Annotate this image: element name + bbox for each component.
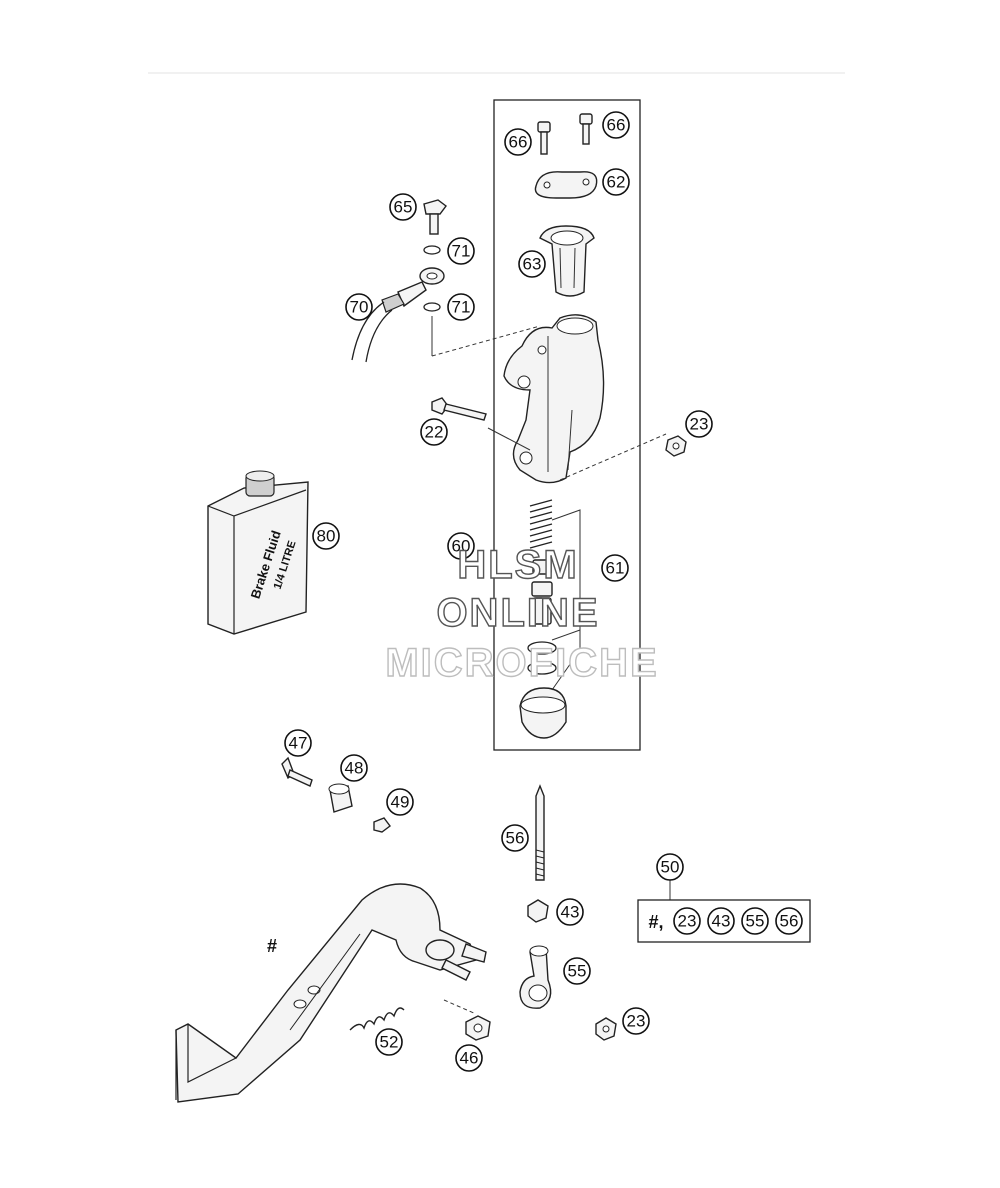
nut-46 bbox=[465, 1015, 491, 1041]
assembly-guide-hose bbox=[431, 325, 541, 357]
callout-48: 48 bbox=[340, 754, 368, 782]
callout-62: 62 bbox=[602, 168, 630, 196]
svg-text:66: 66 bbox=[509, 133, 528, 152]
callout-55: 55 bbox=[563, 957, 591, 985]
svg-text:66: 66 bbox=[607, 116, 626, 135]
callout-71-bottom: 71 bbox=[447, 293, 475, 321]
brake-fluid-bottle-80: Brake Fluid 1/4 LITRE bbox=[207, 470, 309, 635]
assembly-guide-2 bbox=[487, 427, 531, 451]
svg-text:71: 71 bbox=[452, 242, 471, 261]
callout-50: 50 bbox=[656, 853, 684, 881]
kit-item-23: 23 bbox=[673, 907, 701, 935]
svg-text:43: 43 bbox=[561, 903, 580, 922]
svg-text:22: 22 bbox=[425, 423, 444, 442]
svg-text:61: 61 bbox=[606, 559, 625, 578]
callout-63: 63 bbox=[518, 250, 546, 278]
callout-66-right: 66 bbox=[602, 111, 630, 139]
svg-text:65: 65 bbox=[394, 198, 413, 217]
svg-text:80: 80 bbox=[317, 527, 336, 546]
nut-23-lower bbox=[595, 1017, 617, 1041]
callout-61: 61 bbox=[601, 554, 629, 582]
watermark-line1: HLSM bbox=[457, 543, 578, 587]
svg-text:63: 63 bbox=[523, 255, 542, 274]
callout-23-upper: 23 bbox=[685, 410, 713, 438]
callout-80: 80 bbox=[312, 522, 340, 550]
mounting-bolt-22 bbox=[431, 397, 487, 421]
piston-61 bbox=[527, 581, 557, 675]
spacer-48 bbox=[328, 783, 353, 813]
assembly-guide-3 bbox=[551, 509, 581, 691]
callout-46: 46 bbox=[455, 1044, 483, 1072]
screw-47 bbox=[281, 756, 313, 787]
svg-text:48: 48 bbox=[345, 759, 364, 778]
callout-71-top: 71 bbox=[447, 237, 475, 265]
callout-23-lower: 23 bbox=[622, 1007, 650, 1035]
svg-text:60: 60 bbox=[452, 537, 471, 556]
callout-60: 60 bbox=[447, 532, 475, 560]
kit-item-56: 56 bbox=[775, 907, 803, 935]
assembly-guide-pedal bbox=[443, 999, 477, 1015]
clevis-55 bbox=[519, 945, 552, 1009]
svg-text:70: 70 bbox=[350, 298, 369, 317]
callout-49: 49 bbox=[386, 788, 414, 816]
svg-text:52: 52 bbox=[380, 1033, 399, 1052]
nut-43 bbox=[527, 899, 549, 923]
assembly-frame bbox=[493, 99, 641, 751]
svg-text:50: 50 bbox=[661, 858, 680, 877]
nut-23-upper bbox=[665, 435, 687, 457]
kit-hash: #, bbox=[648, 912, 663, 932]
svg-text:46: 46 bbox=[460, 1049, 479, 1068]
kit-item-43: 43 bbox=[707, 907, 735, 935]
watermark-line2: ONLINE bbox=[436, 591, 599, 635]
screw-66-right bbox=[579, 113, 593, 145]
svg-text:49: 49 bbox=[391, 793, 410, 812]
svg-text:55: 55 bbox=[746, 912, 765, 931]
callout-66-left: 66 bbox=[504, 128, 532, 156]
svg-text:43: 43 bbox=[712, 912, 731, 931]
watermark-line3: MICROFICHE bbox=[385, 641, 658, 685]
washer-71-bottom bbox=[423, 302, 441, 312]
svg-text:71: 71 bbox=[452, 298, 471, 317]
svg-text:56: 56 bbox=[780, 912, 799, 931]
push-rod-56 bbox=[535, 784, 545, 881]
callout-70: 70 bbox=[345, 293, 373, 321]
callout-65: 65 bbox=[389, 193, 417, 221]
reservoir-63 bbox=[539, 225, 595, 297]
dust-boot bbox=[519, 687, 567, 739]
pedal-hash: # bbox=[267, 936, 277, 956]
nut-49 bbox=[373, 817, 391, 833]
master-cylinder-body bbox=[503, 314, 605, 484]
assembly-guide-4 bbox=[551, 629, 581, 641]
banjo-bolt-65 bbox=[423, 199, 447, 235]
assembly-guide-nut bbox=[559, 433, 667, 481]
callout-22: 22 bbox=[420, 418, 448, 446]
spring-piston-60 bbox=[529, 499, 553, 575]
reservoir-cover-62 bbox=[534, 171, 598, 199]
return-spring-52 bbox=[349, 1007, 405, 1031]
brake-pedal bbox=[175, 883, 487, 1103]
brake-hose-70 bbox=[351, 267, 445, 363]
callout-56: 56 bbox=[501, 824, 529, 852]
svg-text:62: 62 bbox=[607, 173, 626, 192]
svg-text:23: 23 bbox=[627, 1012, 646, 1031]
kit-item-55: 55 bbox=[741, 907, 769, 935]
callout-52: 52 bbox=[375, 1028, 403, 1056]
screw-66-left bbox=[537, 121, 551, 155]
svg-text:23: 23 bbox=[678, 912, 697, 931]
svg-text:47: 47 bbox=[289, 734, 308, 753]
svg-text:56: 56 bbox=[506, 829, 525, 848]
washer-71-top bbox=[423, 245, 441, 255]
callout-47: 47 bbox=[284, 729, 312, 757]
svg-text:55: 55 bbox=[568, 962, 587, 981]
callout-43: 43 bbox=[556, 898, 584, 926]
svg-text:23: 23 bbox=[690, 415, 709, 434]
